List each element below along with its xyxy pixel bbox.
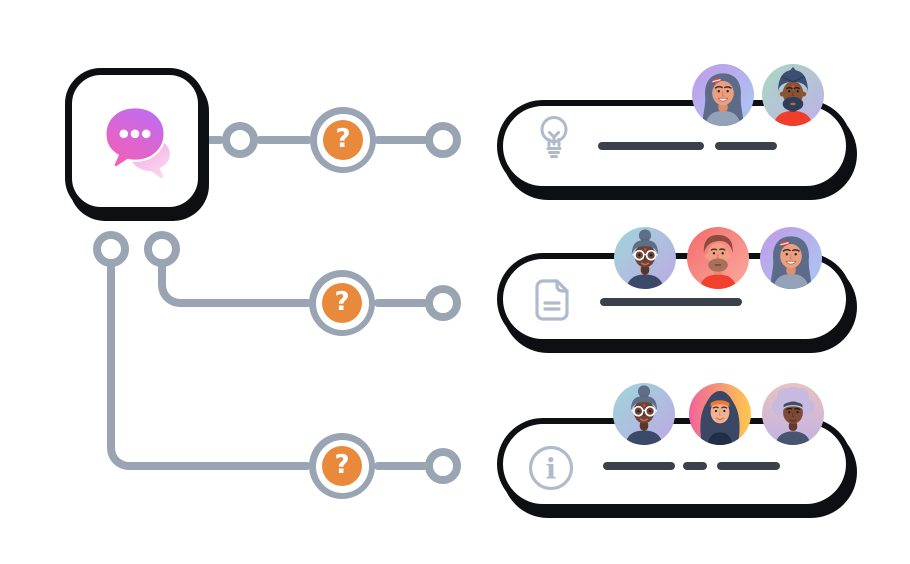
connector-line (143, 462, 311, 470)
question-mark-glyph: ? (334, 287, 350, 317)
text-placeholder-bar (683, 462, 707, 470)
text-placeholder-bar (603, 462, 675, 470)
connector-line (374, 299, 428, 307)
connector-line (192, 299, 312, 307)
avatar-woman-long-hair (760, 227, 822, 289)
connector-elbow (107, 265, 147, 470)
svg-text:i: i (546, 453, 557, 486)
chat-bubbles-icon (104, 106, 170, 179)
text-placeholder-bar (717, 462, 780, 470)
question-junction: ? (310, 107, 376, 173)
question-junction-ring: ? (316, 113, 370, 167)
connector-line (374, 136, 428, 144)
avatar-woman-long-hair (692, 64, 754, 126)
question-junction: ? (309, 270, 375, 336)
avatar-man-turban (762, 64, 824, 126)
node-circle (144, 231, 180, 267)
question-junction-ring: ? (315, 276, 369, 330)
question-icon: ? (323, 120, 363, 160)
node-circle (425, 122, 461, 158)
connector-line (206, 136, 224, 144)
chat-source-node (65, 68, 205, 214)
question-icon: ? (322, 446, 362, 486)
question-mark-glyph: ? (335, 124, 351, 154)
question-junction: ? (309, 433, 375, 499)
document-icon (535, 279, 569, 321)
avatar-woman-hijab (689, 383, 751, 445)
avatar-person-afro (762, 383, 824, 445)
question-mark-glyph: ? (334, 450, 350, 480)
node-circle (222, 122, 258, 158)
question-junction-ring: ? (315, 439, 369, 493)
node-circle (425, 285, 461, 321)
info-icon: i (528, 445, 574, 491)
question-icon: ? (322, 283, 362, 323)
connector-elbow (158, 265, 196, 307)
node-circle (425, 448, 461, 484)
text-placeholder-bar (598, 142, 704, 150)
text-placeholder-bar (715, 142, 777, 150)
avatar-woman-bun-glasses (613, 383, 675, 445)
node-circle (93, 231, 129, 267)
connector-line (256, 136, 312, 144)
avatar-man-beard (687, 227, 749, 289)
connector-line (374, 462, 428, 470)
avatar-woman-bun-glasses (614, 227, 676, 289)
lightbulb-icon (540, 116, 568, 158)
text-placeholder-bar (600, 298, 742, 306)
